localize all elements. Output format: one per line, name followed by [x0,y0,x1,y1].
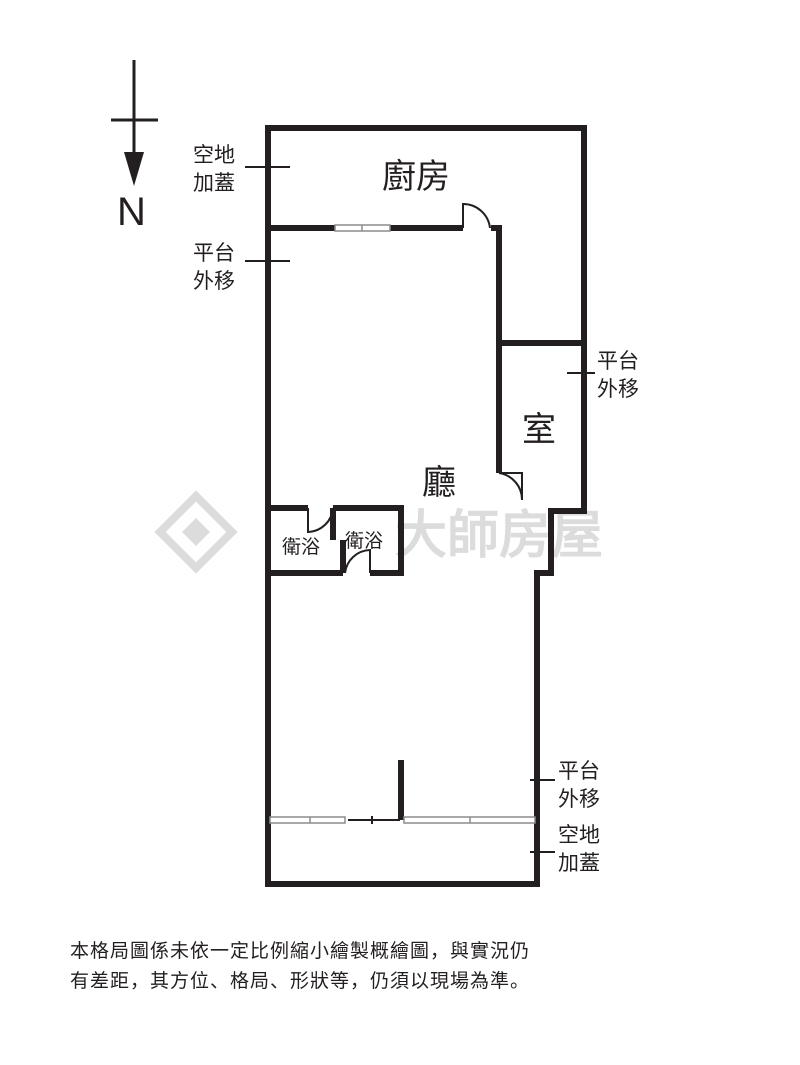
north-arrow-icon [111,60,158,186]
svg-text:加蓋: 加蓋 [558,851,600,875]
disclaimer-line: 有差距，其方位、格局、形狀等，仍須以現場為準。 [70,970,531,992]
svg-text:空地: 空地 [193,143,235,167]
svg-text:外移: 外移 [558,787,600,811]
north-label: N [117,190,146,234]
annotation-bottom-right-1: 平台 外移 [558,759,600,811]
brand-logo-icon [154,490,238,574]
annotation-bottom-right-2: 空地 加蓋 [558,823,600,875]
svg-text:平台: 平台 [193,241,235,265]
room-label: 室 [522,410,556,450]
floor-plan: 大師房屋 N 廚房 [111,60,639,887]
kitchen-door-jamb [491,225,584,346]
svg-text:空地: 空地 [558,823,600,847]
disclaimer-note: 本格局圖係未依一定比例縮小繪製概繪圖，與實況仍 有差距，其方位、格局、形狀等，仍… [70,936,790,996]
front-window-left [269,816,346,824]
bathroom-left-label: 衛浴 [282,536,320,558]
annotation-right-mid: 平台 外移 [597,349,639,401]
svg-text:外移: 外移 [597,377,639,401]
watermark: 大師房屋 [154,490,603,574]
bathroom-right-label: 衛浴 [345,530,383,552]
annotation-top-left-2: 平台 外移 [193,241,235,293]
svg-text:平台: 平台 [597,349,639,373]
annotation-top-left-1: 空地 加蓋 [193,143,235,195]
walls [265,125,587,887]
kitchen-label: 廚房 [382,157,450,197]
svg-text:外移: 外移 [193,269,235,293]
windows [269,224,536,824]
outer-wall [265,125,587,887]
living-room-label: 廳 [422,463,456,503]
bath-walls [268,505,404,576]
disclaimer-line: 本格局圖係未依一定比例縮小繪製概繪圖，與實況仍 [70,940,531,962]
svg-text:加蓋: 加蓋 [193,171,235,195]
svg-text:平台: 平台 [558,759,600,783]
leader-lines [245,166,595,853]
watermark-brand: 大師房屋 [395,506,603,566]
door-swings [307,202,524,574]
